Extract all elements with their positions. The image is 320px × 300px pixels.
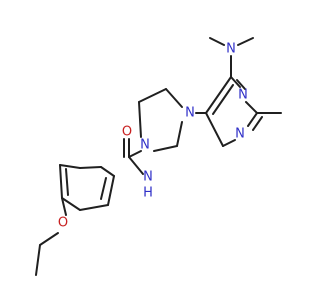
piperazine-ring [138,88,207,152]
phenyl-ring [59,164,115,211]
ethoxy-group [35,197,67,276]
carbonyl-oxygen-label: O [122,125,132,140]
piperazine-nitrogen-left-label: N [140,138,150,153]
pyrimidine-nitrogen-top-label: N [238,88,248,103]
amide-nitrogen-label: N [143,170,153,185]
molecule-structure-diagram: N N N N N O N H O [35,37,282,276]
piperazine-nitrogen-right-label: N [185,106,195,121]
carboxamide-group [123,138,144,175]
amide-hydrogen-label: H [143,186,153,201]
amine-nitrogen-label: N [226,42,236,57]
ether-oxygen-label: O [58,216,68,231]
dimethylamino-group [209,37,254,78]
pyrimidine-nitrogen-bottom-label: N [235,127,245,142]
pyrimidine-ring [205,76,282,147]
